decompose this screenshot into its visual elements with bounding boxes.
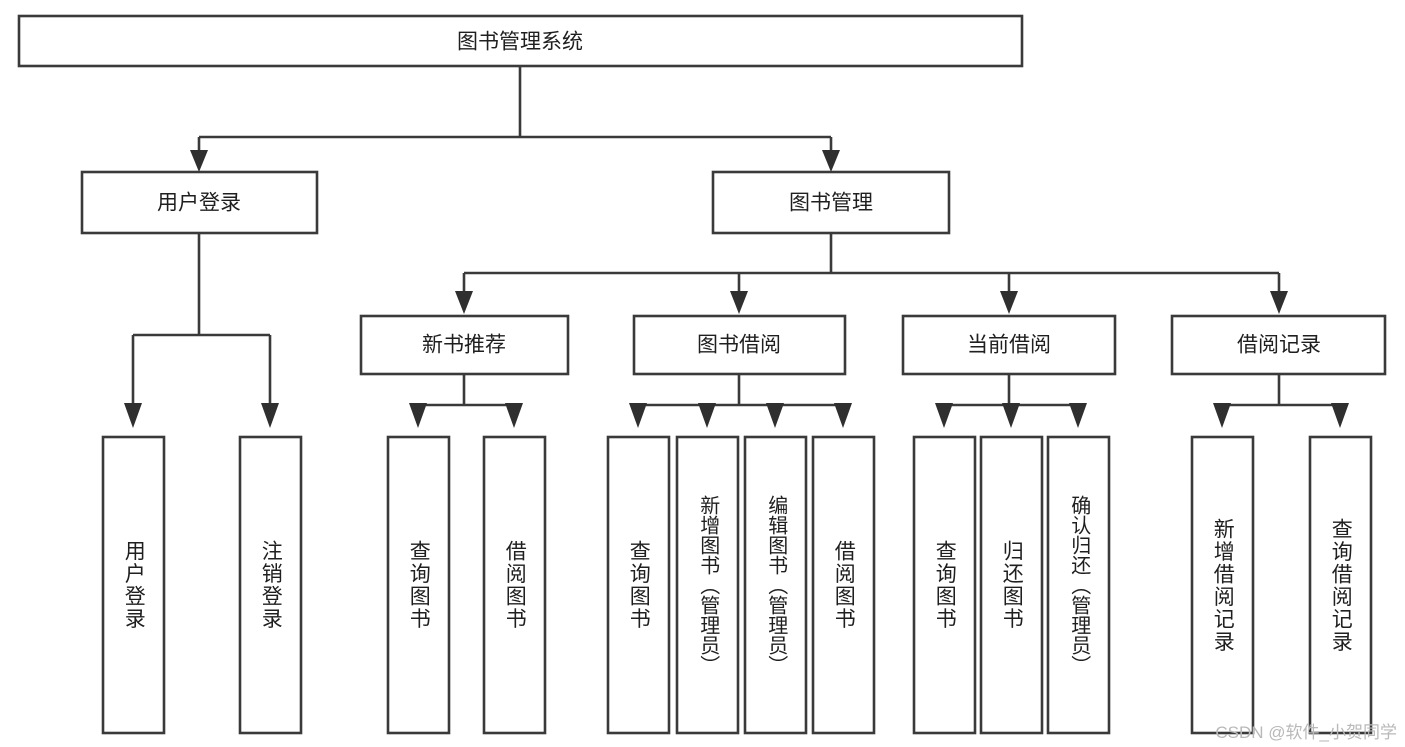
node-current-borrow-label: 当前借阅: [967, 334, 1051, 357]
node-borrow-record-label: 借阅记录: [1237, 334, 1321, 357]
node-book-borrow[interactable]: [632, 314, 847, 376]
arrowhead-user-login: [190, 150, 208, 172]
arrowhead-leaf-9: [935, 403, 953, 428]
arrowhead-leaf-8: [834, 403, 852, 428]
node-user-login[interactable]: [80, 170, 319, 235]
node-leaf-query-book-1[interactable]: [386, 435, 451, 735]
node-leaf-borrow-book-2[interactable]: [811, 435, 876, 735]
node-leaf-user-login[interactable]: [101, 435, 166, 735]
node-borrow-record[interactable]: [1170, 314, 1387, 376]
arrowhead-leaf-2: [261, 403, 279, 428]
node-leaf-query-book-2[interactable]: [606, 435, 671, 735]
arrowhead-borrow: [730, 291, 748, 314]
node-leaf-borrow-book-1[interactable]: [482, 435, 547, 735]
node-user-login-label: 用户登录: [157, 192, 241, 215]
node-leaf-logout[interactable]: [238, 435, 303, 735]
arrowhead-leaf-10: [1002, 403, 1020, 428]
node-leaf-return-book[interactable]: [979, 435, 1044, 735]
arrowhead-leaf-3: [409, 403, 427, 428]
node-leaf-edit-book[interactable]: [743, 435, 808, 735]
node-leaf-query-book-3[interactable]: [912, 435, 977, 735]
arrowhead-newbook: [455, 291, 473, 314]
arrowhead-leaf-13: [1331, 403, 1349, 428]
node-root[interactable]: [17, 14, 1024, 68]
arrowhead-leaf-4: [505, 403, 523, 428]
arrowhead-leaf-7: [766, 403, 784, 428]
node-book-management-label: 图书管理: [789, 192, 873, 215]
arrowhead-book-mgmt: [822, 150, 840, 172]
node-root-label: 图书管理系统: [457, 31, 583, 54]
arrowhead-leaf-11: [1069, 403, 1087, 428]
node-current-borrow[interactable]: [901, 314, 1117, 376]
arrowhead-leaf-12: [1213, 403, 1231, 428]
arrowhead-current: [1000, 291, 1018, 314]
arrowhead-leaf-1: [124, 403, 142, 428]
arrowhead-leaf-5: [629, 403, 647, 428]
node-book-management[interactable]: [711, 170, 951, 235]
node-leaf-add-book[interactable]: [675, 435, 740, 735]
node-leaf-add-record[interactable]: [1190, 435, 1255, 735]
arrowhead-leaf-6: [698, 403, 716, 428]
node-leaf-query-record[interactable]: [1308, 435, 1373, 735]
node-new-book-recommend-label: 新书推荐: [422, 334, 506, 357]
node-leaf-confirm-return[interactable]: [1046, 435, 1111, 735]
node-book-borrow-label: 图书借阅: [697, 334, 781, 357]
arrowhead-record: [1270, 291, 1288, 314]
node-new-book-recommend[interactable]: [359, 314, 570, 376]
